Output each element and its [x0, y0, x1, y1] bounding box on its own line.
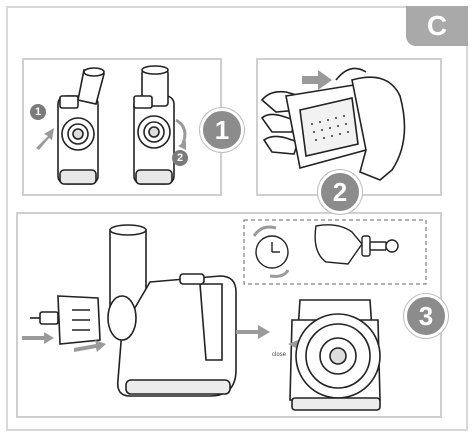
appliance-illustration: [107, 224, 237, 397]
clock-illustration: [255, 235, 289, 269]
hand-drum-illustration: [260, 67, 406, 181]
unit-upright-illustration: [133, 65, 175, 185]
clock-arrow-top: [252, 225, 277, 237]
grater-cone-illustration: [30, 295, 101, 345]
grater-texture: [311, 115, 349, 141]
step-3-badge: 3: [404, 294, 448, 338]
close-label: close: [272, 352, 287, 358]
unit-tilted-illustration: [57, 67, 105, 185]
section-tab: C: [406, 6, 468, 46]
sub-step-2-badge: 2: [172, 150, 188, 166]
step-1-badge: 1: [200, 108, 244, 152]
close-arrow-icon: [288, 340, 298, 348]
insert-arrows: [22, 325, 270, 352]
hand-knob-illustration: [314, 224, 399, 265]
clock-arrow-bottom: [269, 269, 290, 278]
front-view-illustration: [289, 299, 381, 411]
turn-arrow-up: [36, 128, 54, 150]
sub-step-1-badge: 1: [30, 104, 46, 120]
rotate-arrow: [175, 118, 187, 147]
slide-arrow: [302, 70, 332, 90]
lock-detail-inset: [243, 219, 427, 285]
step-2-badge: 2: [318, 170, 362, 214]
